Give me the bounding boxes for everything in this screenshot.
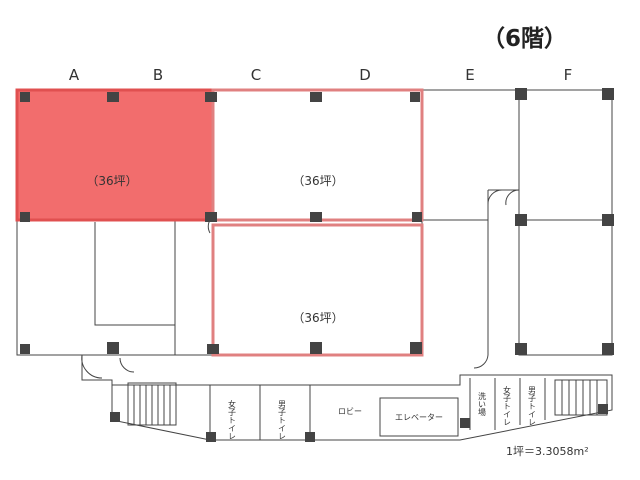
unit-cd-lower-area: （36坪） [292,311,343,325]
column-label-e: E [465,66,474,84]
column-label-d: D [359,66,371,84]
column-label-b: B [153,66,163,84]
staircase-left [127,382,177,426]
womens-toilet-right-label: 女子トイレ [503,385,512,426]
floor-title: （6階） [482,25,567,52]
unit-ab-area: （36坪） [86,174,137,188]
washroom-label: 洗い場 [478,391,487,417]
mens-toilet-right-label: 男子トイレ [528,386,537,426]
column-label-a: A [69,66,80,84]
unit-cd-upper-area: （36坪） [292,174,343,188]
column-label-f: F [564,66,573,84]
unit-cd-upper[interactable] [211,88,424,222]
unit-cd-lower[interactable] [211,223,424,357]
lobby-label: ロビー [338,407,362,416]
womens-toilet-left-label: 女子トイレ [228,399,237,440]
area-conversion-note: 1坪＝3.3058m² [506,445,589,458]
mens-toilet-left-label: 男子トイレ [278,400,287,440]
unit-ab[interactable] [15,88,215,222]
column-label-c: C [251,66,261,84]
staircase-right [554,379,608,416]
pillars [20,88,614,442]
elevator-label: エレベーター [395,413,443,422]
